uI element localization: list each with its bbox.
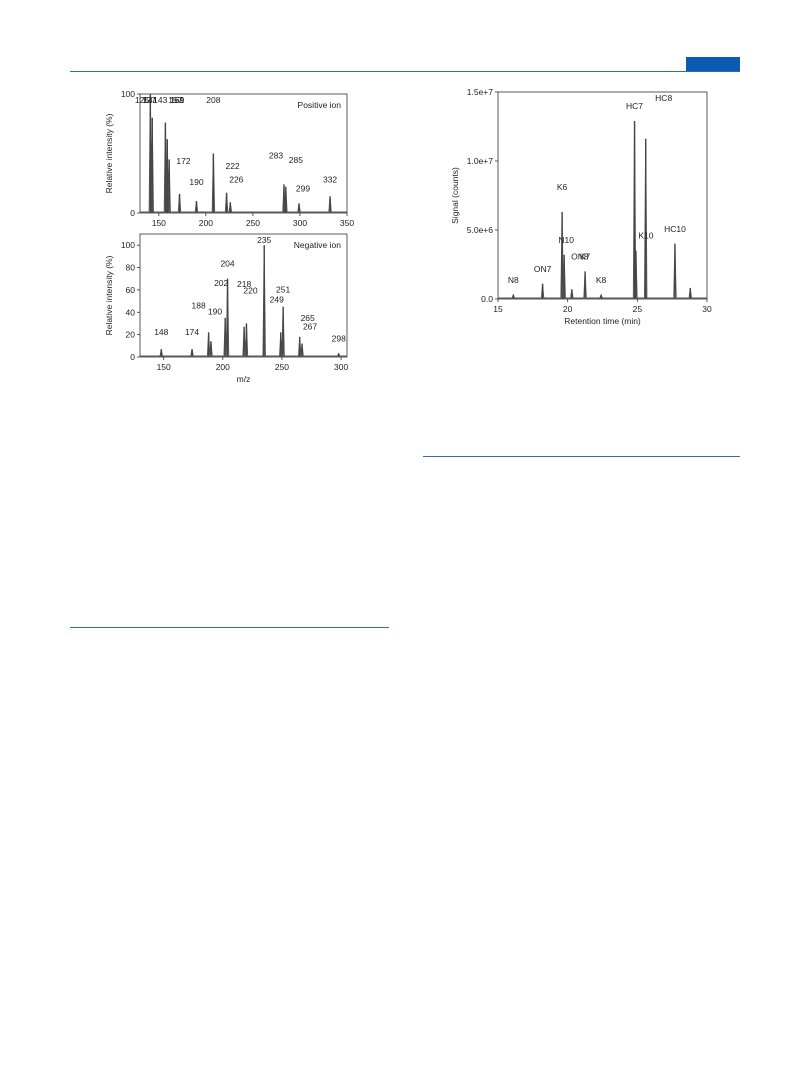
x-tick-label: 250 xyxy=(275,362,289,372)
peak-label: 157 xyxy=(168,95,182,105)
y-tick-label: 1.5e+7 xyxy=(467,87,494,97)
y-tick-label: 1.0e+7 xyxy=(467,156,494,166)
x-axis-label: Retention time (min) xyxy=(564,316,641,326)
peak-label: 249 xyxy=(270,294,284,304)
data-trace xyxy=(498,120,707,299)
peak-label: 222 xyxy=(225,161,239,171)
y-tick-label: 5.0e+6 xyxy=(467,225,494,235)
peak-label: HC8 xyxy=(655,93,672,103)
peak-label: 332 xyxy=(323,174,337,184)
y-axis-label: Signal (counts) xyxy=(450,167,460,224)
peak-label: 267 xyxy=(303,322,317,332)
y-axis-label: Relative intensity (%) xyxy=(104,255,114,335)
panel-title: Positive ion xyxy=(298,100,342,110)
y-tick-label: 100 xyxy=(121,240,135,250)
peak-label: 172 xyxy=(176,156,190,166)
peak-label: N8 xyxy=(508,275,519,285)
x-tick-label: 15 xyxy=(493,304,503,314)
x-tick-label: 200 xyxy=(216,362,230,372)
plot-frame xyxy=(139,93,348,214)
peak-label: 283 xyxy=(269,150,283,160)
peak-label: 226 xyxy=(229,174,243,184)
peak-label: 161 xyxy=(170,95,184,105)
x-tick-label: 20 xyxy=(563,304,573,314)
x-tick-label: 350 xyxy=(340,218,354,228)
peak-label: HC10 xyxy=(664,224,686,234)
y-tick-label: 100 xyxy=(121,89,135,99)
peak-label: 251 xyxy=(276,285,290,295)
header-rule xyxy=(70,71,740,72)
y-tick-label: 0 xyxy=(130,352,135,362)
x-tick-label: 30 xyxy=(702,304,712,314)
peak-label: 299 xyxy=(296,183,310,193)
peak-label: 148 xyxy=(154,327,168,337)
y-tick-label: 40 xyxy=(126,307,136,317)
data-trace xyxy=(140,93,347,213)
peak-label: 235 xyxy=(257,235,271,245)
header-accent-block xyxy=(686,57,740,71)
y-axis-label: Relative intensity (%) xyxy=(104,113,114,193)
peak-label: K8 xyxy=(596,275,607,285)
peak-label: 188 xyxy=(192,300,206,310)
y-tick-label: 80 xyxy=(126,263,136,273)
peak-label: 125 xyxy=(135,95,149,105)
peak-label: 143 xyxy=(153,95,167,105)
y-tick-label: 60 xyxy=(126,285,136,295)
y-tick-label: 0 xyxy=(130,208,135,218)
peak-label: 204 xyxy=(220,259,234,269)
x-axis-label: m/z xyxy=(237,374,251,384)
y-tick-label: 20 xyxy=(126,330,136,340)
x-tick-label: 150 xyxy=(157,362,171,372)
x-tick-label: 300 xyxy=(334,362,348,372)
panel-title: Negative ion xyxy=(294,240,342,250)
x-tick-label: 25 xyxy=(633,304,643,314)
peak-label: 141 xyxy=(143,95,157,105)
peak-label: 174 xyxy=(185,327,199,337)
peak-label: 220 xyxy=(243,285,257,295)
peak-label: HC7 xyxy=(626,101,643,111)
right-column-rule xyxy=(423,456,740,457)
peak-label: 218 xyxy=(237,279,251,289)
peak-label: 190 xyxy=(208,306,222,316)
peak-label: ON7 xyxy=(534,264,552,274)
peak-label: 208 xyxy=(206,95,220,105)
peak-label: 298 xyxy=(332,334,346,344)
peak-label: 159 xyxy=(170,95,184,105)
x-tick-label: 300 xyxy=(293,218,307,228)
peak-label: K10 xyxy=(638,231,653,241)
plot-frame xyxy=(497,91,708,300)
peak-label: 127 xyxy=(142,95,156,105)
peak-label: 202 xyxy=(214,278,228,288)
x-tick-label: 150 xyxy=(152,218,166,228)
peak-label: N10 xyxy=(558,235,574,245)
data-trace xyxy=(140,245,347,357)
peak-label: 190 xyxy=(189,177,203,187)
x-tick-label: 250 xyxy=(246,218,260,228)
y-tick-label: 0.0 xyxy=(481,294,493,304)
peak-label: K7 xyxy=(580,251,591,261)
peak-label: 285 xyxy=(289,155,303,165)
peak-label: K6 xyxy=(557,182,568,192)
peak-label: 265 xyxy=(301,313,315,323)
x-tick-label: 200 xyxy=(199,218,213,228)
left-column-rule xyxy=(70,627,389,628)
peak-label: ON8 xyxy=(571,251,589,261)
